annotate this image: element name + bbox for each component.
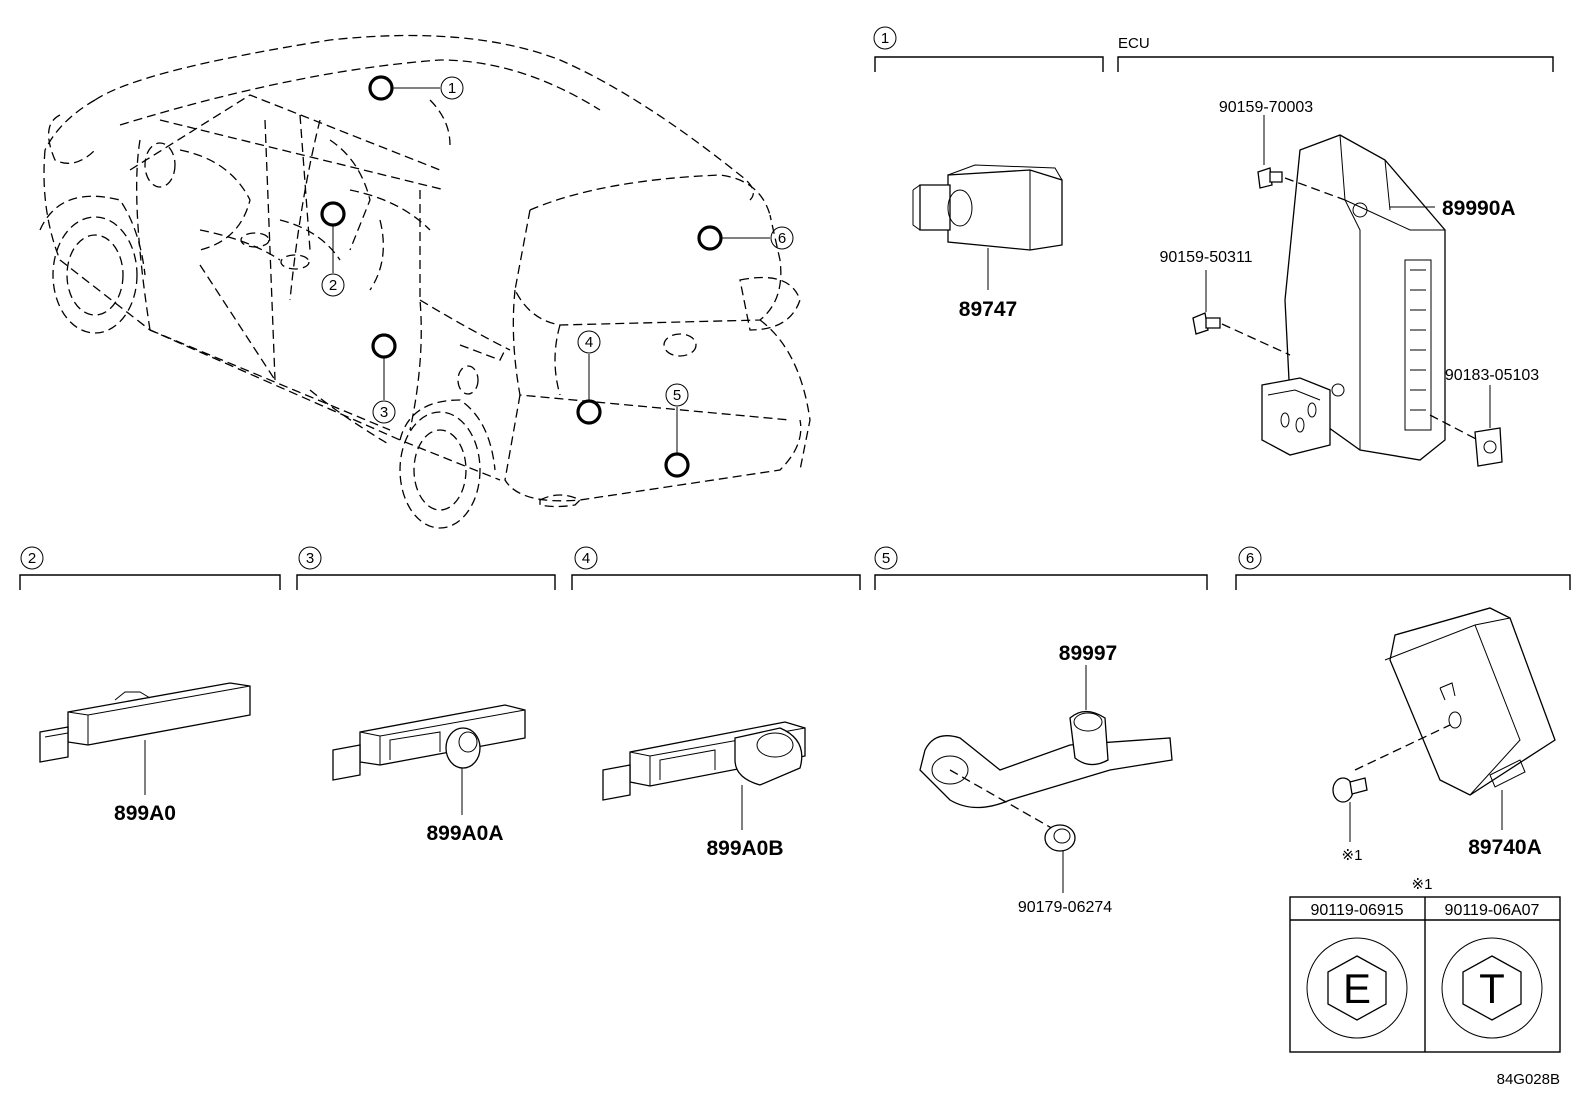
bolt-note-1-drawing [1332,777,1368,842]
part-90179-06274: 90179-06274 [1018,899,1112,916]
note-mark-1: ※1 [1342,847,1363,864]
part-89997: 89997 [1059,642,1117,665]
bolt-table: ※1 90119-06915 90119-06A07 E T [1289,876,1561,1053]
part-899A0A-drawing [332,704,526,815]
vehicle-callout-4: 4 [585,334,593,351]
part-89747: 89747 [959,298,1017,321]
part-89747-drawing [912,164,1063,290]
vehicle-callouts: 1 2 3 4 5 6 [321,76,794,424]
vehicle-callout-1: 1 [448,80,456,97]
screw-90159-70003-drawing [1257,115,1346,201]
vehicle-callout-6: 6 [778,230,786,247]
section-callout-2: 2 [28,550,36,567]
bolt-table-header-2: 90119-06A07 [1445,902,1540,919]
section-5: 5 89997 90179-06274 [874,546,1208,916]
location-marker-6 [697,225,723,251]
nut-90179-06274-drawing [1044,824,1076,893]
vehicle-illustration [39,34,811,529]
part-899A0B: 899A0B [706,837,783,860]
part-899A0: 899A0 [114,802,176,825]
screw-90159-50311-drawing [1192,270,1291,356]
location-marker-3 [371,333,397,359]
section-callout-6: 6 [1246,550,1254,567]
section-callout-1: 1 [881,30,889,47]
vehicle-callout-5: 5 [673,387,681,404]
part-90159-70003: 90159-70003 [1219,99,1313,116]
section-callout-5: 5 [882,550,890,567]
ecu-label: ECU [1118,35,1150,52]
bolt-table-note-mark: ※1 [1412,876,1433,893]
bolt-symbol-e: E [1343,965,1371,1012]
vehicle-callout-2: 2 [329,277,337,294]
location-marker-5 [664,452,690,478]
vehicle-callout-3: 3 [380,404,388,421]
section-6: 6 89740A ※1 [1235,546,1571,864]
section-3: 3 899A0A [296,546,556,845]
section-ecu: ECU 90159-70003 89990A [1117,35,1554,467]
section-4: 4 899A0B [571,546,861,860]
part-899A0A: 899A0A [426,822,503,845]
section-callout-4: 4 [582,550,590,567]
part-89990A: 89990A [1442,197,1516,220]
diagram-code: 84G028B [1497,1071,1560,1088]
part-89740A-drawing [1354,607,1556,830]
location-marker-2 [320,201,346,227]
bolt-table-header-1: 90119-06915 [1310,902,1403,919]
section-callout-3: 3 [306,550,314,567]
section-1: 1 89747 [873,26,1104,321]
part-899A0-drawing [39,682,251,795]
part-89990A-drawing [1261,134,1446,461]
part-90183-05103: 90183-05103 [1445,367,1539,384]
section-2: 2 899A0 [19,546,281,825]
clip-90183-05103-drawing [1429,385,1503,467]
part-899A0B-drawing [602,721,806,830]
location-marker-4 [576,399,602,425]
location-markers [320,75,770,478]
bolt-symbol-t: T [1479,965,1505,1012]
location-marker-1 [368,75,394,101]
part-90159-50311: 90159-50311 [1159,249,1252,266]
part-89997-drawing [919,665,1173,831]
part-89740A: 89740A [1468,836,1542,859]
